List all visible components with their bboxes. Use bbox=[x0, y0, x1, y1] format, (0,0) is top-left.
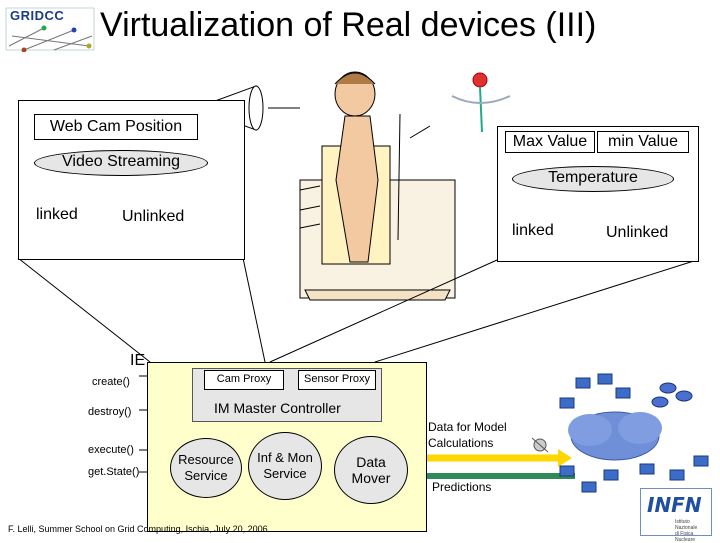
infn-sub-line2: di Fisica Nucleare bbox=[675, 531, 696, 543]
data-for-model-label-2: Calculations bbox=[428, 436, 494, 450]
database-icon bbox=[651, 382, 693, 408]
method-get-state[interactable]: get.State() bbox=[88, 466, 140, 478]
im-master-controller-label: IM Master Controller bbox=[214, 400, 341, 416]
webcam-linked-state[interactable]: linked bbox=[36, 206, 78, 223]
resource-service-line2: Service bbox=[184, 468, 228, 483]
inf-mon-service-line1: Inf & Mon bbox=[257, 450, 313, 465]
sensor-unlinked-state[interactable]: Unlinked bbox=[606, 224, 669, 241]
infn-logo-sub: Istituto Nazionale di Fisica Nucleare bbox=[675, 519, 711, 543]
infn-sub-line1: Istituto Nazionale bbox=[675, 519, 698, 531]
gridcc-logo-graphic bbox=[5, 7, 95, 53]
child-illustration bbox=[299, 71, 456, 301]
footer-citation: F. Lelli, Summer School on Grid Computin… bbox=[8, 524, 268, 534]
cam-proxy-box[interactable]: Cam Proxy bbox=[204, 370, 284, 390]
method-destroy[interactable]: destroy() bbox=[88, 406, 132, 418]
logo-text: GRIDCC bbox=[10, 8, 65, 23]
infn-logo-text: INFN bbox=[647, 493, 702, 517]
webcam-position-box[interactable]: Web Cam Position bbox=[34, 114, 198, 140]
method-execute[interactable]: execute() bbox=[88, 444, 134, 456]
data-mover-line1: Data bbox=[356, 454, 386, 470]
ie-label: IE bbox=[130, 352, 146, 369]
webcam-unlinked-state[interactable]: Unlinked bbox=[122, 208, 185, 225]
data-for-model-label-1: Data for Model bbox=[428, 420, 507, 434]
data-for-model-arrow bbox=[412, 449, 572, 467]
video-streaming-oval[interactable]: Video Streaming bbox=[34, 150, 208, 176]
gridcc-logo bbox=[4, 6, 96, 53]
satellite-icon bbox=[531, 437, 549, 453]
page-title: Virtualization of Real devices (III) bbox=[100, 6, 597, 44]
inf-mon-service-line2: Service bbox=[263, 466, 307, 481]
method-create[interactable]: create() bbox=[92, 376, 130, 388]
grid-computers-icon bbox=[559, 373, 709, 493]
thermometer-icon bbox=[451, 72, 511, 133]
resource-service-line1: Resource bbox=[178, 452, 234, 467]
predictions-label: Predictions bbox=[432, 480, 492, 494]
temperature-oval[interactable]: Temperature bbox=[512, 166, 674, 192]
sensor-linked-state[interactable]: linked bbox=[512, 222, 554, 239]
max-value-box[interactable]: Max Value bbox=[505, 131, 595, 153]
min-value-box[interactable]: min Value bbox=[597, 131, 689, 153]
sensor-proxy-box[interactable]: Sensor Proxy bbox=[298, 370, 376, 390]
infn-logo: INFN Istituto Nazionale di Fisica Nuclea… bbox=[640, 488, 712, 543]
data-mover-line2: Mover bbox=[351, 470, 391, 486]
